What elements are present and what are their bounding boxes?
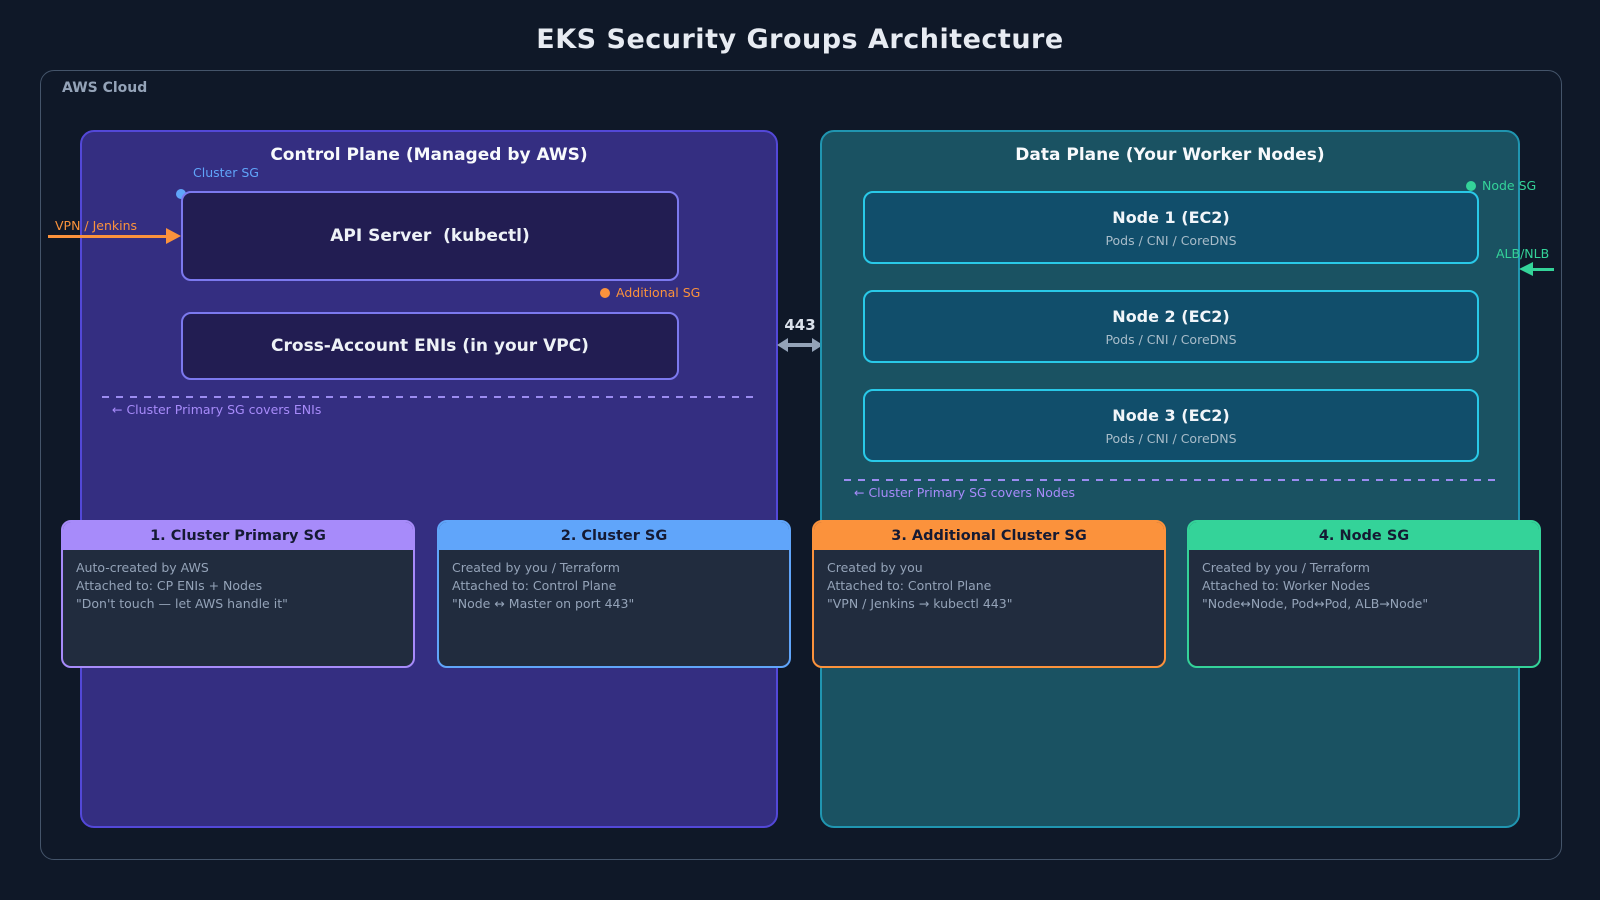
control-plane-title: Control Plane (Managed by AWS) — [270, 145, 588, 165]
legend-card-cluster-primary-sg: 1. Cluster Primary SG Auto-created by AW… — [61, 520, 415, 668]
cross-account-enis-box: Cross-Account ENIs (in your VPC) — [181, 312, 679, 380]
vpn-jenkins-label: VPN / Jenkins — [55, 218, 138, 233]
legend-card-cluster-sg: 2. Cluster SG Created by you / Terraform… — [437, 520, 791, 668]
port-443-arrow-line — [787, 343, 813, 347]
legend-card-line: "Don't touch — let AWS handle it" — [76, 596, 288, 611]
node-sg-dot-icon — [1466, 181, 1476, 191]
legend-card-title: 2. Cluster SG — [439, 522, 789, 550]
legend-card-line: Created by you — [827, 560, 923, 575]
node-1-title: Node 1 (EC2) — [1112, 207, 1230, 227]
legend-card-node-sg: 4. Node SG Created by you / Terraform At… — [1187, 520, 1541, 668]
cross-account-enis-label: Cross-Account ENIs (in your VPC) — [271, 336, 589, 356]
legend-card-title: 3. Additional Cluster SG — [814, 522, 1164, 550]
legend-card-line: "VPN / Jenkins → kubectl 443" — [827, 596, 1013, 611]
cluster-sg-label: Cluster SG — [193, 165, 259, 180]
port-443-label: 443 — [784, 316, 816, 334]
node-1-box: Node 1 (EC2) Pods / CNI / CoreDNS — [863, 191, 1479, 264]
legend-card-line: Attached to: Control Plane — [827, 578, 992, 593]
cluster-sg-dot-icon — [176, 189, 186, 199]
legend-card-line: Auto-created by AWS — [76, 560, 209, 575]
aws-cloud-container: AWS Cloud — [40, 70, 1562, 860]
data-plane-panel: Data Plane (Your Worker Nodes) Node SG N… — [820, 130, 1536, 828]
cluster-primary-coverage-line-left — [102, 396, 758, 398]
page-title: EKS Security Groups Architecture — [536, 24, 1064, 55]
legend-card-line: "Node ↔ Master on port 443" — [452, 596, 635, 611]
node-sg-label: Node SG — [1482, 178, 1537, 193]
cluster-primary-coverage-line-right — [844, 479, 1497, 481]
legend-card-line: "Node↔Node, Pod↔Pod, ALB→Node" — [1202, 596, 1429, 611]
legend-card-title: 1. Cluster Primary SG — [63, 522, 413, 550]
vpn-arrow-head-icon — [166, 228, 181, 244]
node-3-title: Node 3 (EC2) — [1112, 405, 1230, 425]
legend-card-title: 4. Node SG — [1189, 522, 1539, 550]
node-1-subtitle: Pods / CNI / CoreDNS — [1105, 232, 1237, 248]
node-2-subtitle: Pods / CNI / CoreDNS — [1105, 331, 1237, 347]
legend-card-additional-cluster-sg: 3. Additional Cluster SG Created by you … — [812, 520, 1166, 668]
node-3-subtitle: Pods / CNI / CoreDNS — [1105, 430, 1237, 446]
aws-cloud-label: AWS Cloud — [62, 80, 148, 96]
node-2-title: Node 2 (EC2) — [1112, 306, 1230, 326]
legend-card-line: Created by you / Terraform — [452, 560, 620, 575]
control-plane-panel: Control Plane (Managed by AWS) Cluster S… — [80, 130, 778, 828]
legend-card-line: Created by you / Terraform — [1202, 560, 1370, 575]
port-443-arrow-right-icon — [812, 338, 823, 352]
additional-sg-label: Additional SG — [616, 285, 701, 300]
node-3-box: Node 3 (EC2) Pods / CNI / CoreDNS — [863, 389, 1479, 462]
api-server-label: API Server (kubectl) — [330, 226, 530, 246]
port-443-arrow-left-icon — [777, 338, 788, 352]
alb-nlb-label: ALB/NLB — [1496, 246, 1550, 261]
legend-card-line: Attached to: Control Plane — [452, 578, 617, 593]
api-server-box: API Server (kubectl) — [181, 191, 679, 281]
node-2-box: Node 2 (EC2) Pods / CNI / CoreDNS — [863, 290, 1479, 363]
data-plane-title: Data Plane (Your Worker Nodes) — [1015, 145, 1325, 165]
legend-card-line: Attached to: Worker Nodes — [1202, 578, 1371, 593]
vpn-arrow-line — [48, 235, 168, 238]
alb-arrow-line — [1532, 268, 1554, 271]
alb-arrow-head-icon — [1519, 262, 1533, 276]
coverage-note-nodes: ← Cluster Primary SG covers Nodes — [854, 485, 1076, 500]
additional-sg-dot-icon — [600, 288, 610, 298]
legend-card-line: Attached to: CP ENIs + Nodes — [76, 578, 263, 593]
coverage-note-enis: ← Cluster Primary SG covers ENIs — [112, 402, 322, 417]
